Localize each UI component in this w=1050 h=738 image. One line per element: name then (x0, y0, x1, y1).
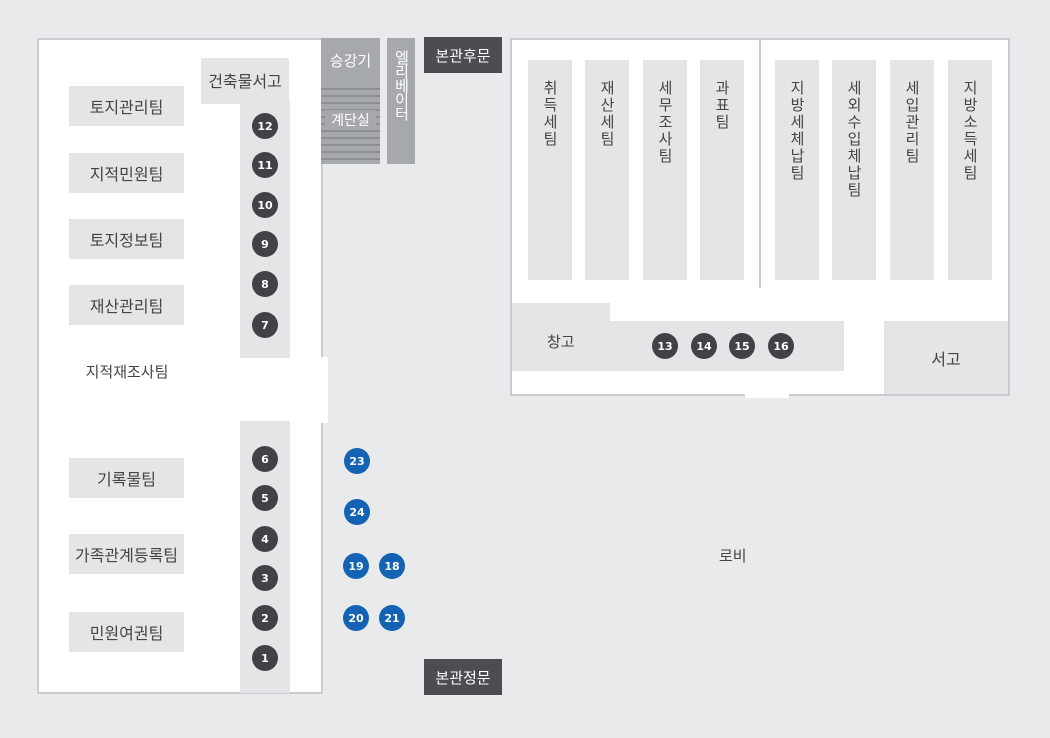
counter-21: 21 (379, 605, 405, 631)
team-tax-audit-label: 세무조사팀 (656, 80, 674, 165)
main-gate: 본관정문 (424, 659, 502, 695)
storage-room-label: 창고 (547, 333, 575, 351)
team-revenue-management-label: 세입관리팀 (903, 80, 921, 165)
counter-18: 18 (379, 553, 405, 579)
room-archive-right-label: 서고 (931, 349, 961, 369)
team-property-tax: 재산세팀 (585, 60, 629, 280)
lift-label: 엘리베이터 (392, 50, 411, 120)
room-land-management: 토지관리팀 (69, 86, 184, 126)
team-local-income-tax-label: 지방소득세팀 (961, 80, 979, 182)
room-building-archive-label: 건축물서고 (208, 72, 282, 91)
room-archive-right: 서고 (884, 321, 1008, 394)
lift-block: 엘리베이터 (387, 38, 415, 164)
main-gate-label: 본관정문 (435, 668, 491, 687)
team-local-tax-arrears: 지방세체납팀 (775, 60, 819, 280)
team-local-income-tax: 지방소득세팀 (948, 60, 992, 280)
room-cadastral-service: 지적민원팀 (69, 153, 184, 193)
room-civil-passport-label: 민원여권팀 (89, 624, 164, 643)
counter-24: 24 (344, 499, 370, 525)
counter-5: 5 (252, 485, 278, 511)
storage-room: 창고 (547, 331, 575, 352)
elevator-label: 승강기 (329, 52, 372, 70)
room-family-registration-label: 가족관계등록팀 (74, 546, 179, 565)
counter-12: 12 (252, 113, 278, 139)
counter-14: 14 (691, 333, 717, 359)
counter-10: 10 (252, 192, 278, 218)
counter-11: 11 (252, 152, 278, 178)
room-records: 기록물팀 (69, 458, 184, 498)
right-wing-divider (759, 40, 761, 288)
counter-15: 15 (729, 333, 755, 359)
team-tax-audit: 세무조사팀 (643, 60, 687, 280)
room-property-management-label: 재산관리팀 (89, 297, 164, 316)
room-land-management-label: 토지관리팀 (89, 98, 164, 117)
team-non-tax-arrears: 세외수입체납팀 (832, 60, 876, 280)
team-property-tax-label: 재산세팀 (598, 80, 616, 148)
room-land-info: 토지정보팀 (69, 219, 184, 259)
team-non-tax-arrears-label: 세외수입체납팀 (845, 80, 863, 199)
rear-gate-label: 본관후문 (435, 46, 491, 65)
lobby-label: 로비 (719, 547, 747, 565)
room-cadastral-resurvey-label: 지적재조사팀 (85, 363, 169, 381)
counter-6: 6 (252, 446, 278, 472)
counter-1: 1 (252, 645, 278, 671)
counter-23: 23 (344, 448, 370, 474)
room-civil-passport: 민원여권팀 (69, 612, 184, 652)
room-records-label: 기록물팀 (97, 470, 156, 489)
stairs-label: 계단실 (325, 110, 376, 130)
room-cadastral-resurvey: 지적재조사팀 (68, 361, 186, 382)
room-building-archive: 건축물서고 (201, 58, 289, 104)
team-assessment: 과표팀 (700, 60, 744, 280)
left-wing-opening (316, 357, 328, 423)
room-land-info-label: 토지정보팀 (89, 231, 164, 250)
room-family-registration: 가족관계등록팀 (69, 534, 184, 574)
counter-20: 20 (343, 605, 369, 631)
counter-4: 4 (252, 526, 278, 552)
room-cadastral-service-label: 지적민원팀 (89, 165, 164, 184)
team-revenue-management: 세입관리팀 (890, 60, 934, 280)
team-acquisition-tax-label: 취득세팀 (541, 80, 559, 148)
team-local-tax-arrears-label: 지방세체납팀 (788, 80, 806, 182)
team-assessment-label: 과표팀 (713, 80, 731, 131)
counter-9: 9 (252, 231, 278, 257)
counter-13: 13 (652, 333, 678, 359)
counter-8: 8 (252, 271, 278, 297)
rear-gate: 본관후문 (424, 37, 502, 73)
counter-7: 7 (252, 312, 278, 338)
right-wing-door (745, 392, 789, 398)
team-acquisition-tax: 취득세팀 (528, 60, 572, 280)
counter-2: 2 (252, 605, 278, 631)
counter-19: 19 (343, 553, 369, 579)
counter-3: 3 (252, 565, 278, 591)
room-property-management: 재산관리팀 (69, 285, 184, 325)
counter-16: 16 (768, 333, 794, 359)
